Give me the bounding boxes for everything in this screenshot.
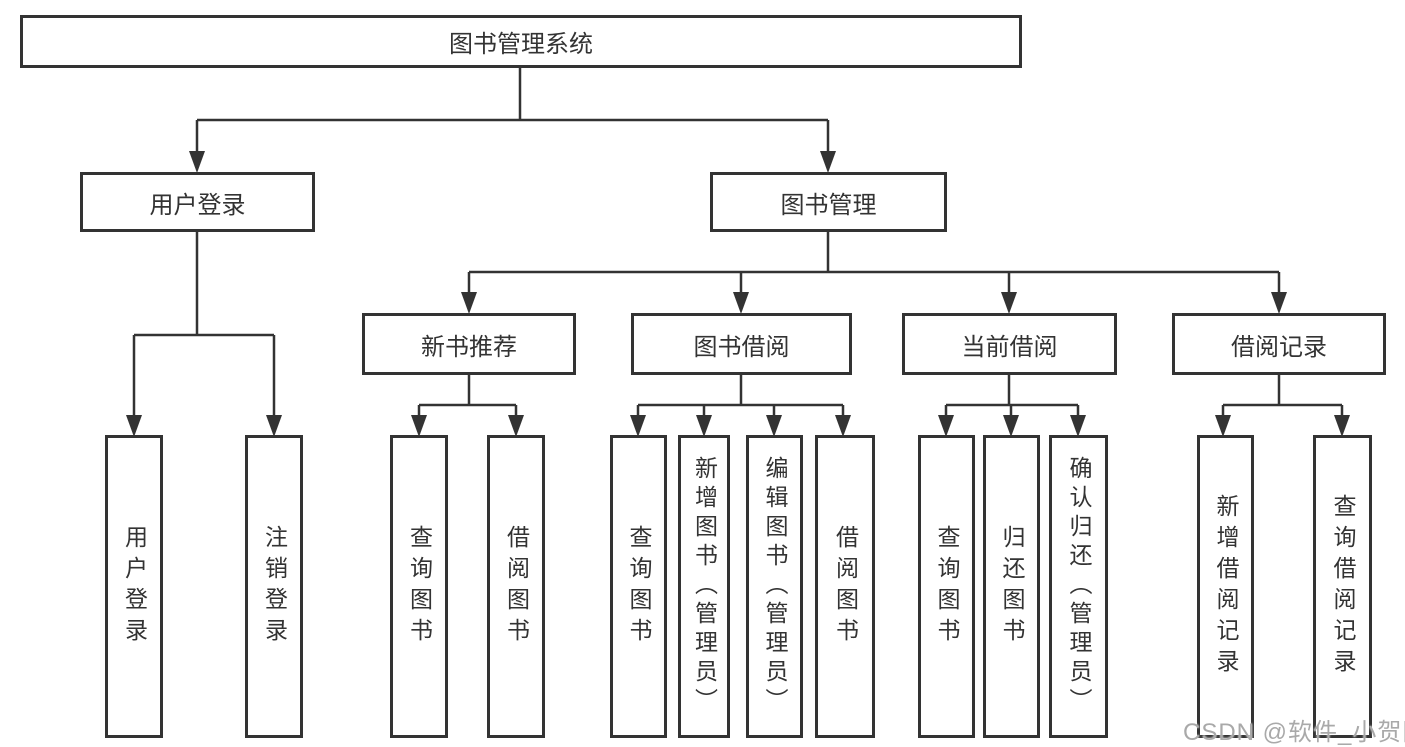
node-new-book-recommend: 新书推荐 — [362, 313, 576, 375]
node-current-borrow: 当前借阅 — [902, 313, 1117, 375]
leaf-return-books: 归还图书 — [983, 435, 1040, 738]
leaf-query-books-2: 查询图书 — [610, 435, 667, 738]
leaf-add-book-admin: 新增图书（管理员） — [678, 435, 730, 738]
leaf-edit-book-admin: 编辑图书（管理员） — [746, 435, 803, 738]
node-root-system: 图书管理系统 — [20, 15, 1022, 68]
leaf-query-books-3: 查询图书 — [918, 435, 975, 738]
csdn-watermark: CSDN @软件_小贺同学 — [1183, 719, 1405, 746]
leaf-query-borrow-record: 查询借阅记录 — [1313, 435, 1372, 738]
leaf-query-books-1: 查询图书 — [390, 435, 448, 738]
node-book-management: 图书管理 — [710, 172, 947, 232]
leaf-borrow-books-2: 借阅图书 — [815, 435, 875, 738]
leaf-confirm-return-admin: 确认归还（管理员） — [1049, 435, 1108, 738]
leaf-logout: 注销登录 — [245, 435, 303, 738]
node-user-login: 用户登录 — [80, 172, 315, 232]
node-borrow-records: 借阅记录 — [1172, 313, 1386, 375]
leaf-add-borrow-record: 新增借阅记录 — [1197, 435, 1254, 738]
node-book-borrow: 图书借阅 — [631, 313, 852, 375]
leaf-user-login: 用户登录 — [105, 435, 163, 738]
leaf-borrow-books-1: 借阅图书 — [487, 435, 545, 738]
